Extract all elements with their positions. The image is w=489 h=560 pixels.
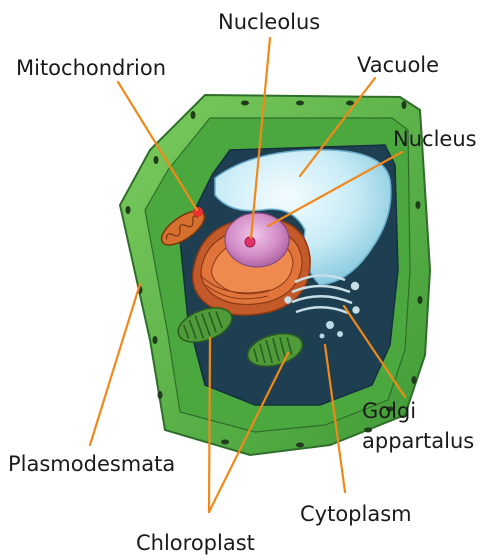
leader-chloroplast-1 — [209, 338, 210, 512]
label-golgi-line2: appartalus — [362, 429, 474, 453]
nucleus-shape — [225, 213, 289, 267]
label-mitochondrion: Mitochondrion — [16, 56, 166, 80]
label-nucleus: Nucleus — [393, 127, 477, 151]
label-golgi-line1: Golgi — [362, 399, 416, 423]
mitochondrion-highlight — [193, 207, 203, 217]
leader-plasmodesmata — [90, 284, 140, 445]
label-chloroplast: Chloroplast — [136, 531, 255, 555]
label-nucleolus: Nucleolus — [218, 10, 320, 34]
nucleolus-shape — [245, 237, 255, 247]
label-vacuole: Vacuole — [357, 53, 439, 77]
label-cytoplasm: Cytoplasm — [300, 502, 412, 526]
label-plasmodesmata: Plasmodesmata — [8, 452, 175, 476]
